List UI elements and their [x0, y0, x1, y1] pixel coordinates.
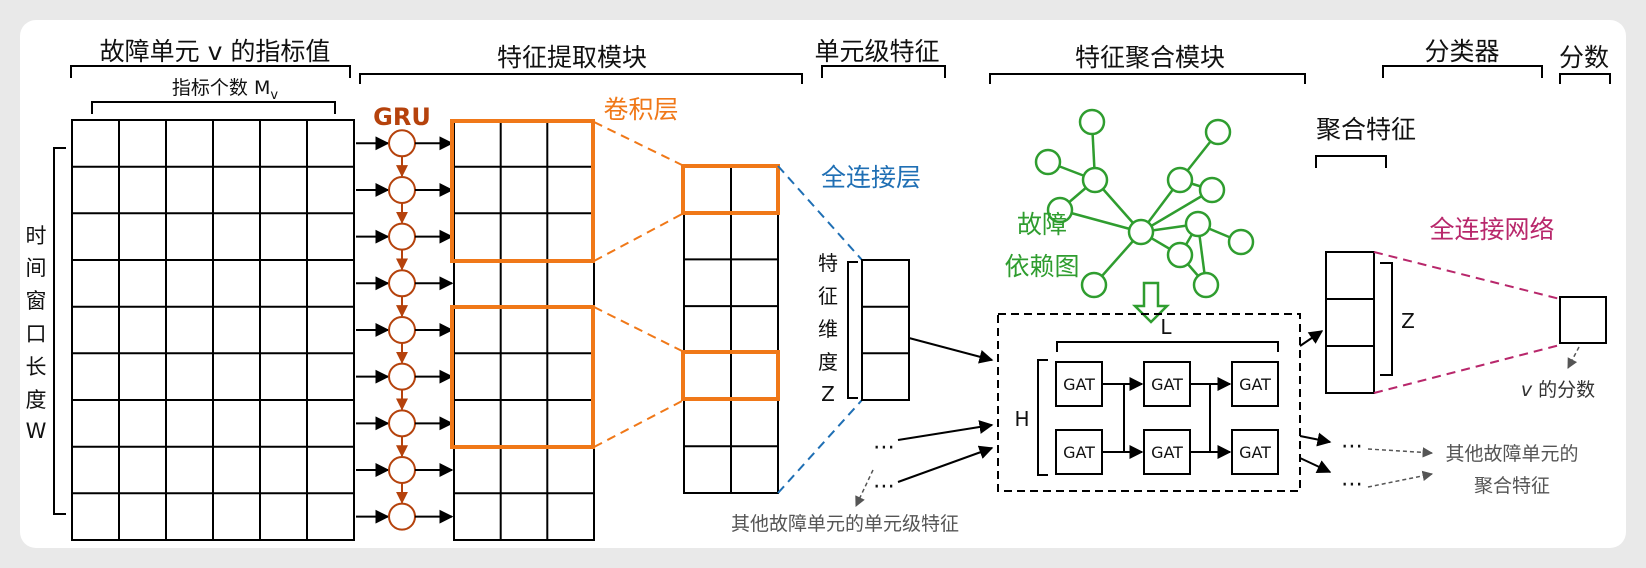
- bracket-feature-dim: [847, 261, 858, 399]
- unit-feature-arrows: [897, 337, 994, 483]
- svg-text:特: 特: [818, 251, 838, 275]
- gat-label: GAT: [1151, 375, 1183, 394]
- fc-layer-label: 全连接层: [821, 163, 921, 192]
- svg-text:窗: 窗: [26, 289, 47, 313]
- gat-label: GAT: [1239, 375, 1271, 394]
- svg-text:度: 度: [26, 388, 47, 412]
- gru-cell: [388, 502, 416, 531]
- other-agg-label-line1: 其他故障单元的: [1445, 443, 1578, 465]
- gru-cell: [388, 362, 416, 391]
- gru-cell: [388, 269, 416, 298]
- bracket-time-window: [53, 147, 66, 515]
- bracket-L: [1056, 341, 1279, 352]
- bracket-aggregated-feature: [1315, 155, 1387, 168]
- svg-text:长: 长: [26, 355, 47, 379]
- gru-cell: [388, 315, 416, 344]
- score-box: [1559, 296, 1607, 344]
- gat-label: GAT: [1063, 375, 1095, 394]
- card-background: [20, 20, 1626, 548]
- svg-text:W: W: [26, 419, 47, 443]
- bracket-feature-aggregation: [989, 73, 1306, 84]
- bracket-metrics: [70, 65, 351, 78]
- svg-text:Z: Z: [821, 382, 835, 406]
- svg-text:口: 口: [26, 322, 47, 346]
- gru-column: [356, 129, 454, 531]
- gru-cell: [388, 129, 416, 158]
- fc-network-label: 全连接网络: [1429, 215, 1554, 244]
- other-agg-dots-2: ⋯: [1341, 472, 1363, 497]
- svg-text:维: 维: [818, 317, 838, 341]
- aggregation-module-box: [997, 313, 1301, 492]
- bracket-Z-aggregated: [1380, 262, 1393, 376]
- section-unit-feature-title: 单元级特征: [814, 37, 939, 66]
- aggregated-Z-label: Z: [1401, 309, 1415, 333]
- unit-feature-vector: [861, 259, 910, 401]
- metric-count-label: 指标个数 Mv: [172, 77, 278, 103]
- layer-count-label-L: L: [1160, 315, 1172, 339]
- other-agg-pointer-1: [1367, 447, 1434, 458]
- gat-connections: [1102, 377, 1232, 459]
- head-count-label-H: H: [1014, 407, 1029, 431]
- conv-connectors: [593, 121, 685, 448]
- fault-dependency-graph: [1034, 108, 1255, 299]
- metrics-grid: [71, 119, 355, 541]
- other-unit-features-label: 其他故障单元的单元级特征: [731, 513, 959, 535]
- gat-label: GAT: [1239, 443, 1271, 462]
- header-brackets: [70, 65, 1611, 84]
- gat-block: [1231, 429, 1279, 475]
- gat-label: GAT: [1151, 443, 1183, 462]
- section-feature-extraction-title: 特征提取模块: [497, 43, 647, 72]
- other-agg-dots-1: ⋯: [1341, 434, 1363, 459]
- svg-text:间: 间: [26, 256, 47, 280]
- other-agg-label-line2: 聚合特征: [1474, 475, 1550, 497]
- pooled-highlight-top: [681, 164, 780, 215]
- section-metrics-title: 故障单元 v 的指标值: [100, 37, 331, 66]
- feature-dim-label: 特 征 维 度 Z: [818, 251, 838, 406]
- conv-window-top: [450, 119, 595, 263]
- time-window-label: 时 间 窗 口 长 度 W: [26, 224, 47, 443]
- bracket-classifier: [1382, 65, 1543, 78]
- gat-block: [1143, 361, 1191, 407]
- svg-text:时: 时: [26, 224, 47, 248]
- fault-graph-label-line2: 依赖图: [1004, 252, 1079, 281]
- bracket-H: [1037, 359, 1048, 476]
- svg-text:度: 度: [818, 350, 838, 374]
- fc-network-connectors: [1373, 251, 1561, 394]
- aggregated-feature-vector: [1325, 251, 1375, 394]
- gat-block: [1231, 361, 1279, 407]
- bracket-score: [1559, 73, 1611, 84]
- conv-layer-label: 卷积层: [603, 95, 678, 124]
- aggregated-feature-label: 聚合特征: [1316, 115, 1416, 144]
- gru-cell: [388, 455, 416, 484]
- section-feature-aggregation-title: 特征聚合模块: [1075, 43, 1225, 72]
- score-pointer: [1567, 346, 1580, 369]
- section-classifier-title: 分类器: [1424, 37, 1499, 66]
- gat-block: [1143, 429, 1191, 475]
- gat-block: [1055, 429, 1103, 475]
- other-unit-dots-2: ⋯: [873, 474, 895, 499]
- v-score-label: v 的分数: [1521, 379, 1595, 401]
- gru-label: GRU: [373, 103, 431, 131]
- fault-graph-label-line1: 故障: [1017, 210, 1067, 239]
- pooled-feature-grid: [683, 165, 779, 494]
- bracket-feature-extraction: [359, 73, 803, 84]
- gru-cell: [388, 409, 416, 438]
- other-unit-dots-1: ⋯: [873, 435, 895, 460]
- section-score-title: 分数: [1559, 43, 1609, 72]
- gat-label: GAT: [1063, 443, 1095, 462]
- aggregation-output-arrows: [1299, 330, 1332, 474]
- pooled-highlight-bottom: [681, 350, 780, 401]
- other-agg-pointer-2: [1367, 470, 1434, 488]
- bracket-unit-feature: [821, 65, 946, 78]
- gru-cell: [388, 175, 416, 204]
- gat-blocks: GAT GAT GAT GAT GAT GAT: [1055, 361, 1279, 475]
- conv-window-bottom: [450, 305, 595, 449]
- svg-text:征: 征: [818, 284, 838, 308]
- conv-feature-grid: [453, 119, 595, 541]
- gru-cell: [388, 222, 416, 251]
- fc-connectors: [777, 165, 863, 494]
- bracket-metric-count: [91, 101, 336, 114]
